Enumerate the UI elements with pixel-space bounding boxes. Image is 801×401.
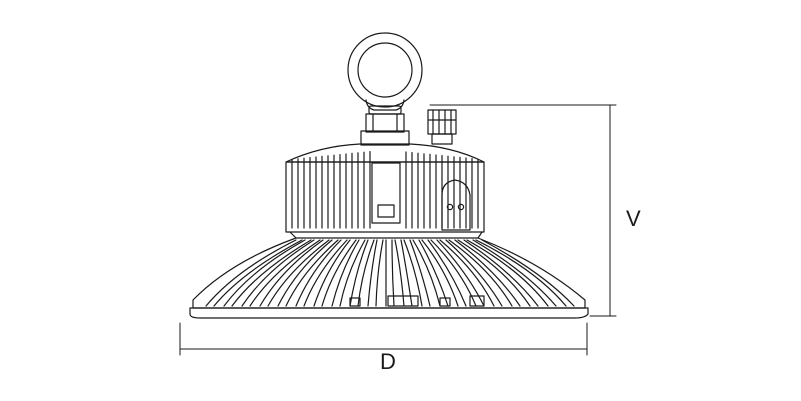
fin-curve	[391, 239, 395, 307]
fin-curve	[213, 239, 303, 307]
fin-curve	[445, 239, 503, 307]
fin-curve	[436, 239, 485, 307]
fin-curve	[457, 239, 531, 307]
fin-curve	[475, 239, 567, 307]
fin-curve	[409, 239, 431, 307]
fin-curve	[439, 239, 495, 307]
fin-curve	[394, 239, 405, 307]
fin-curve	[303, 239, 348, 307]
fin-curve	[357, 239, 375, 307]
upper-housing	[285, 143, 485, 239]
side-plate	[441, 179, 471, 231]
lens-ring	[189, 307, 589, 319]
dimension-d	[179, 322, 588, 356]
fin-curve	[349, 239, 369, 307]
fin-curve	[412, 239, 441, 307]
dimension-d-label: D	[380, 349, 396, 374]
fin-curve	[267, 239, 330, 307]
cable-gland	[427, 109, 457, 145]
fin-curve	[430, 239, 477, 307]
fin-curve	[223, 239, 306, 307]
fin-curve	[454, 239, 521, 307]
neck-connector	[360, 113, 410, 146]
fin-curve	[295, 239, 342, 307]
fin-curve	[249, 239, 321, 307]
fin-curve	[231, 239, 312, 307]
fin-curve	[241, 239, 315, 307]
fin-curve	[259, 239, 324, 307]
fin-curve	[421, 239, 459, 307]
fin-curve	[285, 239, 339, 307]
fin-curve	[375, 239, 384, 307]
fin-curve	[331, 239, 360, 307]
fin-curve	[403, 239, 423, 307]
fin-curve	[466, 239, 549, 307]
fin-curve	[313, 239, 351, 307]
center-slot	[371, 162, 401, 224]
fin-curve	[418, 239, 449, 307]
dimension-v-label: V	[626, 206, 641, 231]
fin-curve	[205, 239, 297, 307]
fin-curve	[427, 239, 467, 307]
fin-curve	[448, 239, 513, 307]
dimension-v	[429, 104, 617, 317]
fin-curve	[367, 239, 378, 307]
fin-curve	[339, 239, 366, 307]
lower-heatsink	[192, 237, 586, 309]
fin-curve	[481, 239, 575, 307]
fin-curve	[321, 239, 357, 307]
fin-curve	[472, 239, 557, 307]
fin-curve	[463, 239, 539, 307]
fin-curve	[400, 239, 413, 307]
hanging-ring	[347, 32, 423, 115]
fin-curve	[277, 239, 333, 307]
lower-fins	[205, 239, 575, 307]
